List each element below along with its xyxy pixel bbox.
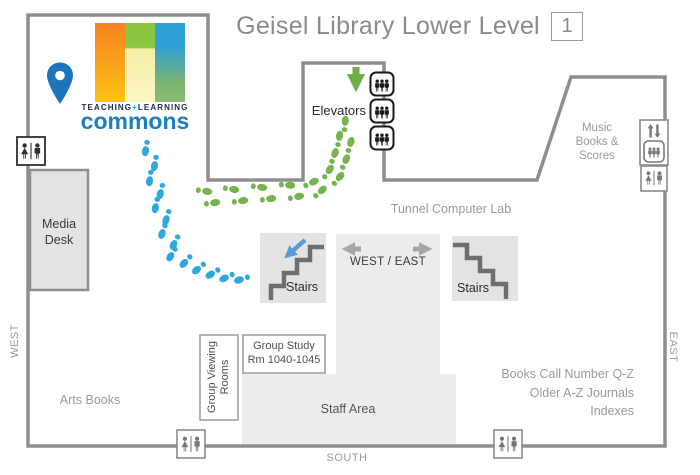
group-viewing-label: Group Viewing Rooms — [206, 341, 231, 413]
elevators-label: Elevators — [311, 103, 366, 118]
restroom-icon-south-east — [493, 429, 523, 459]
collections-label: Books Call Number Q-Z Older A-Z Journals… — [501, 367, 634, 418]
media-desk-room — [28, 168, 90, 292]
stairs-up-icon — [268, 244, 324, 300]
route-footprints-blue — [141, 139, 250, 284]
tunnel-computer-lab-label: Tunnel Computer Lab — [390, 202, 512, 216]
staff-area-label: Staff Area — [320, 402, 376, 416]
group-viewing-room — [199, 334, 239, 421]
compass-south: SOUTH — [326, 452, 368, 464]
staff-area — [242, 374, 456, 445]
stairs-left-label: Stairs — [286, 280, 318, 294]
corridor-area — [336, 234, 440, 375]
elevator-updown-icon — [639, 119, 669, 166]
logo-stripe-green-yellow — [125, 23, 155, 102]
logo-stripe-blue-green — [155, 23, 185, 102]
tagline-plus: + — [132, 103, 138, 112]
restroom-icon-south-west — [176, 429, 206, 459]
stairs-route-arrow-icon — [284, 238, 307, 259]
route-footprints-green — [195, 115, 355, 207]
compass-east: EAST — [667, 331, 679, 363]
elevator-icon — [369, 125, 395, 151]
arts-books-label: Arts Books — [59, 393, 121, 407]
restroom-icon-west — [16, 136, 46, 166]
commons-wordmark: commons — [80, 108, 190, 134]
restroom-icon-east — [640, 165, 668, 192]
page-title: Geisel Library Lower Level — [236, 12, 540, 40]
location-pin-icon — [47, 62, 73, 104]
elevator-icon — [369, 71, 395, 97]
music-books-scores-label: Music Books & Scores — [575, 122, 619, 162]
tagline-right: LEARNING — [137, 103, 189, 112]
commons-tagline: TEACHING+LEARNING — [82, 103, 189, 112]
level-badge: 1 — [551, 12, 583, 41]
group-study-room — [242, 334, 326, 374]
group-study-label: Group Study Rm 1040-1045 — [247, 340, 321, 366]
media-desk-label: Media Desk — [41, 217, 77, 247]
tagline-left: TEACHING — [81, 103, 133, 112]
compass-west: WEST — [9, 324, 21, 358]
wall-outline — [26, 13, 667, 448]
elevator-icon — [369, 98, 395, 124]
stairs-right-label: Stairs — [457, 281, 489, 295]
corridor-direction-label: WEST / EAST — [350, 256, 426, 268]
stairs-down-icon — [453, 242, 509, 299]
logo-stripe-orange — [95, 23, 125, 102]
commons-logo — [95, 23, 185, 102]
